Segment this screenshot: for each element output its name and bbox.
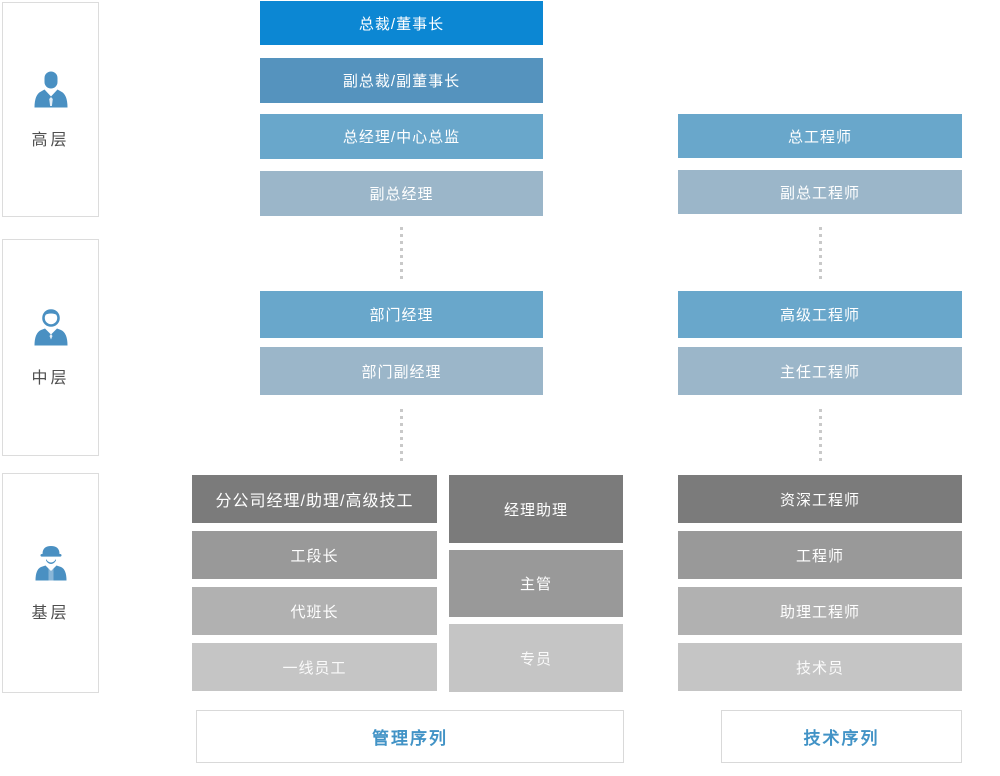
level-box-middle: 中层	[2, 239, 99, 456]
rank-box-senior-engineer: 高级工程师	[678, 291, 962, 338]
rank-box-president: 总裁/董事长	[260, 1, 543, 45]
level-box-base: 基层	[2, 473, 99, 693]
level-label: 中层	[31, 369, 70, 387]
rank-box-chief-engineer: 总工程师	[678, 114, 962, 158]
rank-box-general-manager: 总经理/中心总监	[260, 114, 543, 159]
level-box-senior: 高层	[2, 2, 99, 217]
rank-box-deputy-dept-manager: 部门副经理	[260, 347, 543, 395]
rank-box-branch-manager: 分公司经理/助理/高级技工	[192, 475, 437, 523]
rank-box-dept-manager: 部门经理	[260, 291, 543, 338]
rank-box-specialist: 专员	[449, 624, 623, 692]
rank-box-frontline-staff: 一线员工	[192, 643, 437, 691]
rank-box-manager-assistant: 经理助理	[449, 475, 623, 543]
rank-box-veteran-engineer: 资深工程师	[678, 475, 962, 523]
technical-sequence-label: 技术序列	[721, 710, 962, 763]
level-label: 高层	[31, 131, 70, 149]
management-sequence-label: 管理序列	[196, 710, 624, 763]
worker-icon	[35, 546, 66, 581]
dotted-connector	[400, 227, 403, 283]
level-label: 基层	[31, 605, 70, 622]
dotted-connector	[400, 409, 403, 464]
rank-box-engineer: 工程师	[678, 531, 962, 579]
rank-box-supervisor: 主管	[449, 550, 623, 617]
dotted-connector	[819, 409, 822, 464]
rank-box-assistant-engineer: 助理工程师	[678, 587, 962, 635]
rank-box-shift-leader: 代班长	[192, 587, 437, 635]
rank-box-deputy-chief-engineer: 副总工程师	[678, 170, 962, 214]
manager-icon	[34, 308, 67, 345]
rank-box-principal-engineer: 主任工程师	[678, 347, 962, 395]
dotted-connector	[819, 227, 822, 283]
rank-box-vice-president: 副总裁/副董事长	[260, 58, 543, 103]
rank-box-section-chief: 工段长	[192, 531, 437, 579]
rank-box-deputy-gm: 副总经理	[260, 171, 543, 216]
rank-box-technician: 技术员	[678, 643, 962, 691]
executive-icon	[34, 71, 67, 107]
